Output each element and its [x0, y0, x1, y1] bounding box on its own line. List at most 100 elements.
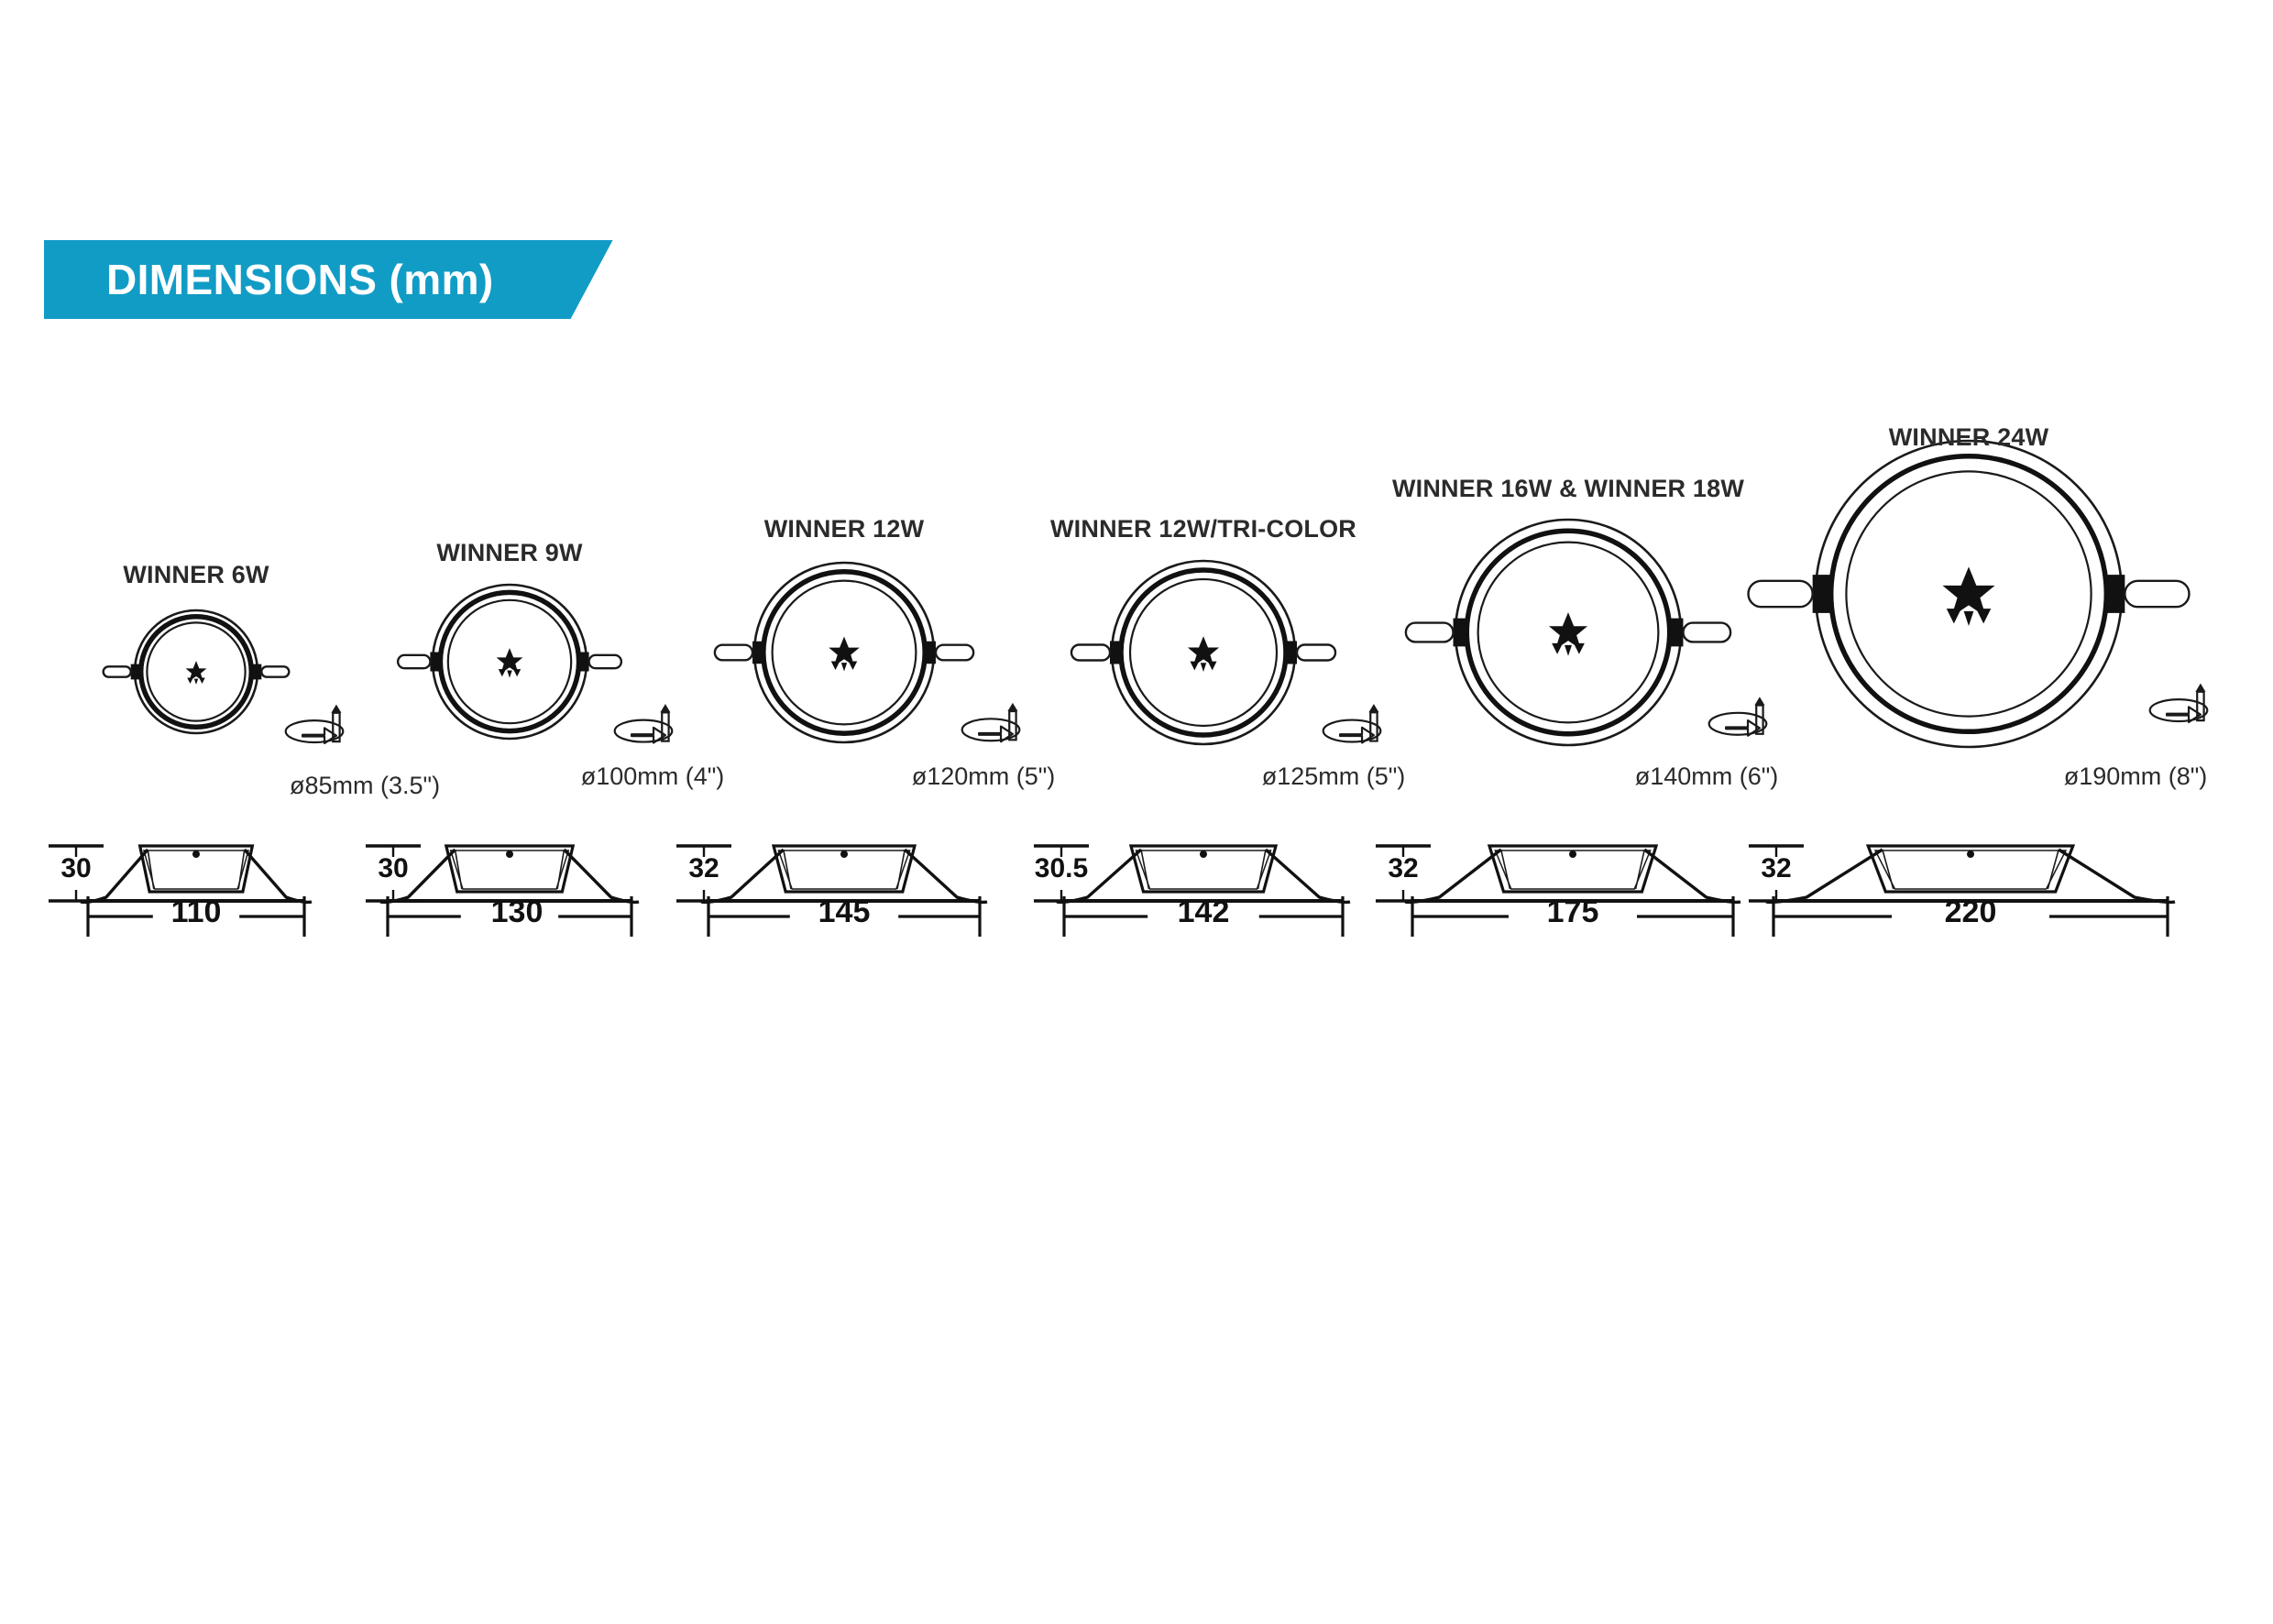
brand-logo-icon-1: [496, 648, 523, 678]
spring-clip-left-5: [1747, 579, 1814, 609]
height-dimension-label-4: 32: [1388, 853, 1419, 883]
section-centre-dot-3: [1200, 850, 1207, 858]
fixture-body-ring-1: [437, 589, 582, 734]
section-body-1: [444, 844, 576, 894]
section-wall-right-5: [2047, 849, 2059, 890]
section-inner-outline-1: [449, 850, 570, 890]
spring-clip-right-0: [260, 665, 291, 678]
section-wall-right-4: [1634, 849, 1646, 890]
section-inner-outline-2: [777, 850, 911, 890]
section-inner-outline-4: [1494, 850, 1652, 890]
clip-tab-left-1: [430, 652, 441, 672]
cutout-diameter-label-1: ø100mm (4"): [580, 763, 725, 790]
section-wall-right-2: [896, 849, 906, 890]
brand-logo-icon-0: [185, 661, 207, 686]
clip-tab-right-2: [925, 641, 936, 664]
section-body-0: [137, 844, 255, 894]
cutout-diameter-label-5: ø190mm (8"): [2063, 763, 2208, 790]
product-drawing-2: [676, 561, 1021, 937]
section-centre-dot-1: [506, 850, 513, 858]
product-name-label-2: WINNER 12W: [763, 515, 925, 543]
spring-clip-right-1: [587, 653, 623, 670]
section-spring-right-1: [563, 848, 640, 905]
height-dimension-label-5: 32: [1761, 853, 1792, 883]
spring-clip-left-4: [1404, 621, 1455, 643]
brand-logo-icon-5: [1942, 566, 1995, 627]
brand-logo-icon-3: [1187, 636, 1220, 672]
section-wall-left-4: [1499, 849, 1511, 890]
dimensions-banner: DIMENSIONS (mm): [44, 240, 613, 319]
rotation-arrow-icon-4: [1707, 696, 1768, 737]
section-wall-left-2: [783, 849, 792, 890]
rotation-arrow-icon-0: [284, 703, 345, 745]
fixture-lens-ring-0: [146, 621, 247, 722]
section-centre-dot-2: [840, 850, 848, 858]
section-spring-left-4: [1404, 848, 1502, 905]
section-wall-left-3: [1140, 849, 1150, 890]
spring-clip-left-0: [102, 665, 132, 678]
section-spring-right-2: [904, 848, 988, 905]
fixture-lens-ring-5: [1845, 470, 2092, 718]
spring-clip-right-3: [1295, 643, 1337, 662]
section-body-3: [1128, 844, 1279, 894]
width-dimension-label-0: 110: [170, 894, 222, 929]
fixture-outer-ring-1: [431, 583, 588, 741]
fixture-outer-ring-5: [1814, 439, 2124, 749]
fixture-body-ring-5: [1828, 453, 2110, 735]
cutout-diameter-label-0: ø85mm (3.5"): [289, 772, 441, 799]
section-inner-outline-0: [142, 850, 250, 890]
section-spring-right-5: [2058, 848, 2176, 905]
spring-clip-left-2: [713, 643, 754, 662]
spring-clip-right-5: [2124, 579, 2191, 609]
spring-clip-right-2: [934, 643, 975, 662]
product-name-label-5: WINNER 24W: [1888, 423, 2049, 451]
product-drawing-4: [1376, 518, 1768, 937]
section-wall-right-3: [1257, 849, 1267, 890]
width-dimension-label-5: 220: [1944, 894, 1997, 929]
section-inner-outline-5: [1873, 850, 2068, 890]
section-body-2: [771, 844, 917, 894]
rotation-arrow-icon-3: [1322, 702, 1382, 744]
clip-tab-left-5: [1812, 575, 1831, 613]
rotation-arrow-icon-2: [961, 701, 1021, 743]
clip-tab-left-2: [752, 641, 763, 664]
section-spring-right-4: [1643, 848, 1741, 905]
width-dimension-label-1: 130: [490, 894, 544, 929]
clip-tab-right-3: [1286, 641, 1297, 664]
section-centre-dot-0: [192, 850, 200, 858]
height-dimension-label-0: 30: [60, 853, 92, 883]
section-wall-left-0: [147, 849, 155, 890]
width-dimension-label-4: 175: [1546, 894, 1599, 929]
section-spring-right-3: [1264, 848, 1351, 905]
clip-tab-left-4: [1453, 618, 1467, 647]
product-name-label-1: WINNER 9W: [436, 539, 583, 566]
clip-tab-right-0: [251, 664, 262, 680]
product-drawing-1: [366, 583, 674, 937]
fixture-body-ring-4: [1464, 528, 1673, 737]
section-inner-outline-3: [1135, 850, 1272, 890]
fixture-lens-ring-2: [771, 579, 917, 726]
fixture-outer-ring-2: [752, 561, 936, 744]
section-centre-dot-4: [1569, 850, 1576, 858]
clip-tab-left-3: [1110, 641, 1121, 664]
brand-logo-icon-2: [829, 636, 860, 672]
height-dimension-label-3: 30.5: [1034, 853, 1089, 883]
spring-clip-right-4: [1682, 621, 1732, 643]
fixture-body-ring-0: [137, 613, 255, 730]
section-wall-left-5: [1882, 849, 1894, 890]
spring-clip-left-1: [396, 653, 432, 670]
banner-shape: DIMENSIONS (mm): [44, 240, 613, 319]
spring-clip-left-3: [1070, 643, 1112, 662]
clip-tab-right-1: [578, 652, 589, 672]
section-wall-right-1: [556, 849, 566, 890]
height-dimension-label-1: 30: [378, 853, 409, 883]
width-dimension-label-2: 145: [818, 894, 871, 929]
page-title: DIMENSIONS (mm): [106, 256, 494, 303]
rotation-arrow-icon-5: [2148, 682, 2209, 724]
section-body-4: [1487, 844, 1659, 894]
fixture-lens-ring-4: [1477, 541, 1660, 724]
product-name-label-0: WINNER 6W: [123, 561, 269, 588]
cutout-diameter-label-3: ø125mm (5"): [1261, 763, 1406, 790]
product-drawing-5: [1747, 439, 2209, 937]
clip-tab-right-4: [1669, 618, 1684, 647]
